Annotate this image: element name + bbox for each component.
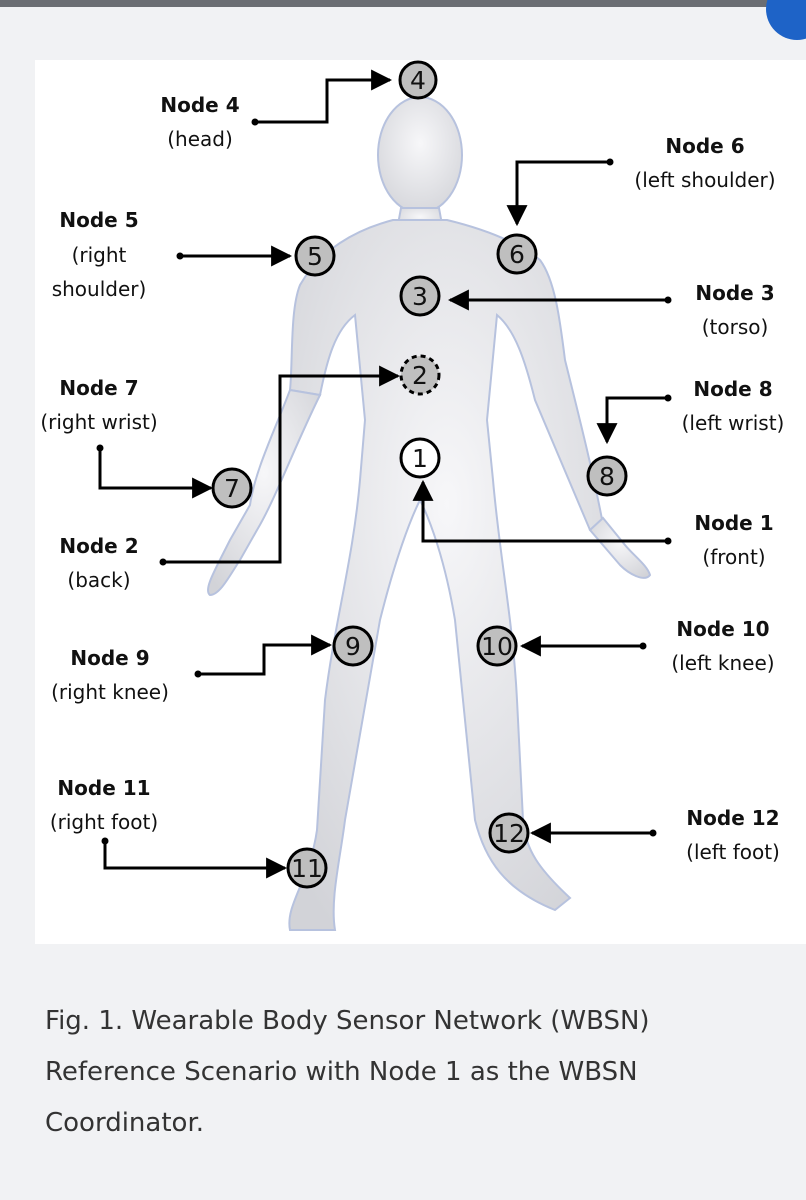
svg-text:(right foot): (right foot) <box>50 810 158 834</box>
svg-text:9: 9 <box>345 632 361 661</box>
node-circle-7: 7 <box>211 467 253 509</box>
arrow-node-4 <box>255 69 393 124</box>
wbsn-diagram: 4 5 6 3 2 1 7 8 <box>40 60 785 931</box>
svg-text:(head): (head) <box>167 127 233 151</box>
svg-text:Node 7: Node 7 <box>59 376 138 400</box>
svg-text:Node 2: Node 2 <box>59 534 138 558</box>
node-label-3: Node 3 (torso) <box>695 281 774 339</box>
svg-text:Node 4: Node 4 <box>160 93 239 117</box>
node-label-4: Node 4 (head) <box>160 93 239 151</box>
node-label-9: Node 9 (right knee) <box>51 646 169 704</box>
svg-text:2: 2 <box>412 361 428 390</box>
svg-text:11: 11 <box>291 854 323 883</box>
svg-text:Node 11: Node 11 <box>57 776 150 800</box>
arrow-node-1 <box>412 479 668 543</box>
svg-text:shoulder): shoulder) <box>52 277 147 301</box>
connector-lines <box>98 69 668 879</box>
svg-text:(left shoulder): (left shoulder) <box>634 168 775 192</box>
svg-text:Node 8: Node 8 <box>693 377 772 401</box>
svg-text:8: 8 <box>599 462 615 491</box>
arrow-node-9 <box>198 634 333 676</box>
svg-text:(front): (front) <box>702 545 765 569</box>
node-circle-6: 6 <box>496 233 538 275</box>
svg-text:10: 10 <box>481 632 513 661</box>
node-circle-4: 4 <box>398 60 438 100</box>
svg-text:7: 7 <box>224 474 240 503</box>
node-label-1: Node 1 (front) <box>694 511 773 569</box>
svg-text:(left knee): (left knee) <box>671 651 774 675</box>
svg-text:Node 1: Node 1 <box>694 511 773 535</box>
node-label-11: Node 11 (right foot) <box>50 776 158 834</box>
svg-text:Node 3: Node 3 <box>695 281 774 305</box>
node-circle-5: 5 <box>294 235 336 277</box>
node-circle-2: 2 <box>399 354 441 396</box>
svg-text:4: 4 <box>410 66 426 95</box>
svg-text:Node 12: Node 12 <box>686 806 779 830</box>
node-circle-10: 10 <box>476 625 518 667</box>
svg-text:Node 5: Node 5 <box>59 208 138 232</box>
svg-text:(right knee): (right knee) <box>51 680 169 704</box>
node-circle-1: 1 <box>399 437 441 479</box>
node-circle-11: 11 <box>286 847 328 889</box>
arrow-tails <box>96 118 672 845</box>
svg-text:(left foot): (left foot) <box>686 840 780 864</box>
node-label-10: Node 10 (left knee) <box>671 617 774 675</box>
svg-text:(left wrist): (left wrist) <box>682 411 785 435</box>
node-label-12: Node 12 (left foot) <box>686 806 780 864</box>
arrow-node-8 <box>596 396 668 445</box>
svg-text:Node 6: Node 6 <box>665 134 744 158</box>
node-label-6: Node 6 (left shoulder) <box>634 134 775 192</box>
svg-text:(torso): (torso) <box>702 315 769 339</box>
figure-caption: Fig. 1. Wearable Body Sensor Network (WB… <box>45 1006 650 1138</box>
svg-text:(right wrist): (right wrist) <box>40 410 157 434</box>
top-bar <box>0 0 806 7</box>
svg-text:1: 1 <box>412 444 428 473</box>
corner-badge <box>766 0 806 40</box>
node-label-7: Node 7 (right wrist) <box>40 376 157 434</box>
svg-text:(back): (back) <box>67 568 130 592</box>
arrow-node-2 <box>163 365 401 564</box>
svg-text:3: 3 <box>412 282 428 311</box>
svg-text:(right: (right <box>72 243 127 267</box>
node-circle-3: 3 <box>399 275 441 317</box>
svg-text:6: 6 <box>509 240 525 269</box>
node-circle-9: 9 <box>332 625 374 667</box>
svg-text:Node 9: Node 9 <box>70 646 149 670</box>
node-circle-12: 12 <box>488 812 530 854</box>
node-label-5: Node 5 (right shoulder) <box>52 208 147 301</box>
svg-text:5: 5 <box>307 242 323 271</box>
node-label-8: Node 8 (left wrist) <box>682 377 785 435</box>
arrow-node-6 <box>506 160 610 227</box>
svg-text:Node 10: Node 10 <box>676 617 769 641</box>
figure-image: 4 5 6 3 2 1 7 8 <box>35 60 806 944</box>
arrow-node-7 <box>98 448 214 499</box>
svg-text:12: 12 <box>493 819 525 848</box>
node-label-2: Node 2 (back) <box>59 534 138 592</box>
node-circle-8: 8 <box>586 455 628 497</box>
arrow-node-11 <box>103 841 288 879</box>
human-figure <box>206 96 652 931</box>
